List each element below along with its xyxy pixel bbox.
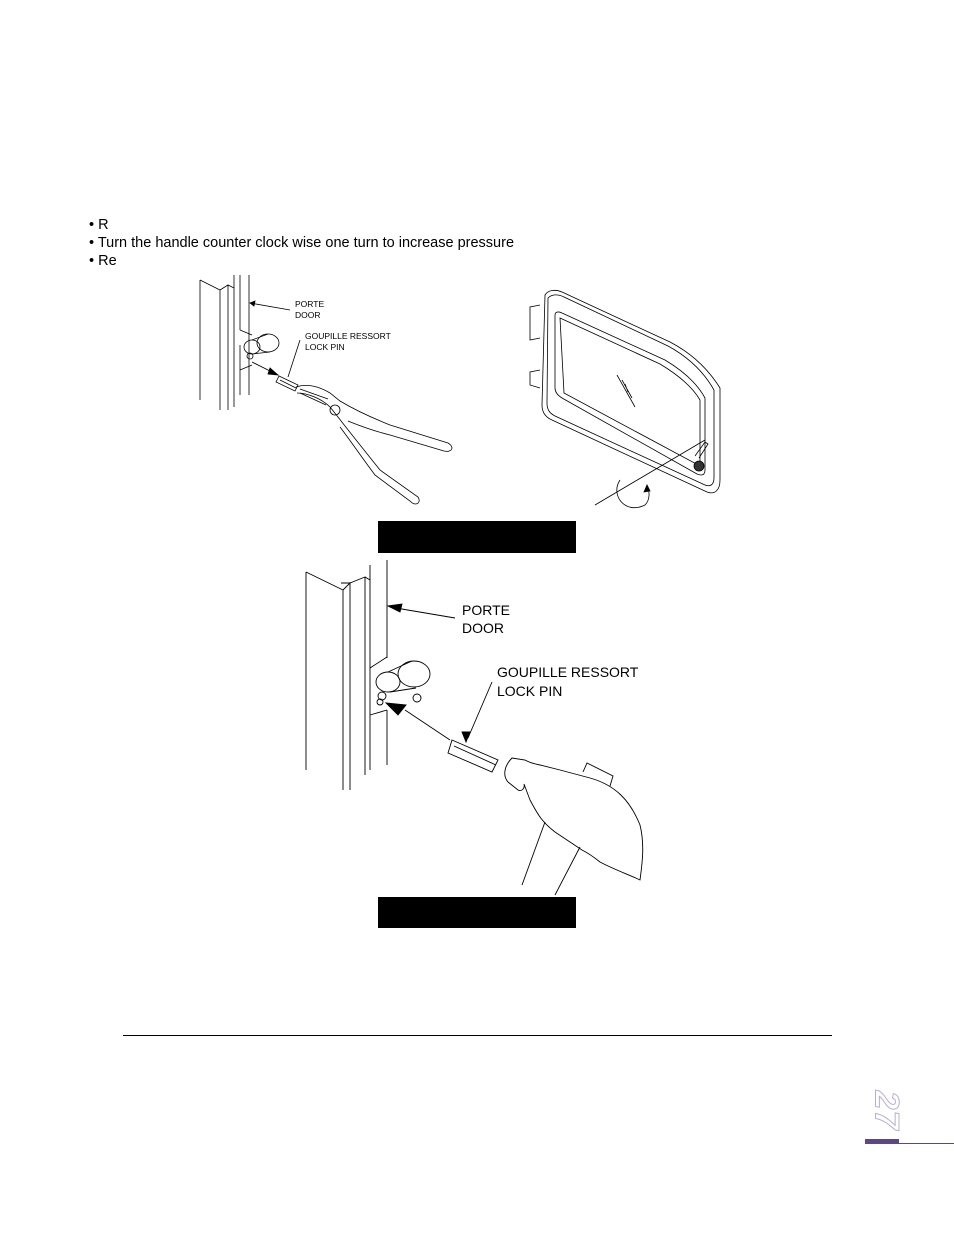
instruction-item: • R bbox=[89, 217, 109, 233]
footer-divider bbox=[123, 1035, 832, 1036]
figure-caption-1 bbox=[378, 521, 576, 553]
instruction-list: • R • Turn the handle counter clock wise… bbox=[89, 216, 514, 270]
door-label-en: DOOR bbox=[462, 620, 504, 636]
door-handle-rotation-figure bbox=[529, 289, 721, 509]
door-label-fr: PORTE bbox=[295, 299, 324, 309]
instruction-item: • Re bbox=[89, 253, 117, 269]
pin-label-fr: GOUPILLE RESSORT bbox=[305, 331, 391, 341]
pin-label-en: LOCK PIN bbox=[497, 683, 562, 699]
hammer-lock-pin-figure: PORTE DOOR GOUPILLE RESSORT LOCK PIN bbox=[305, 560, 644, 896]
figure-caption-2 bbox=[378, 897, 576, 928]
door-label-en: DOOR bbox=[295, 310, 321, 320]
door-label-fr: PORTE bbox=[462, 602, 510, 618]
page-number: 27 bbox=[867, 1090, 906, 1131]
footer-accent-bar bbox=[865, 1139, 899, 1144]
pin-label-fr: GOUPILLE RESSORT bbox=[497, 664, 639, 680]
pin-label-en: LOCK PIN bbox=[305, 342, 345, 352]
pliers-lock-pin-figure: PORTE DOOR GOUPILLE RESSORT LOCK PIN bbox=[199, 275, 453, 505]
footer-accent-line bbox=[899, 1143, 954, 1144]
instruction-item: • Turn the handle counter clock wise one… bbox=[89, 235, 515, 251]
